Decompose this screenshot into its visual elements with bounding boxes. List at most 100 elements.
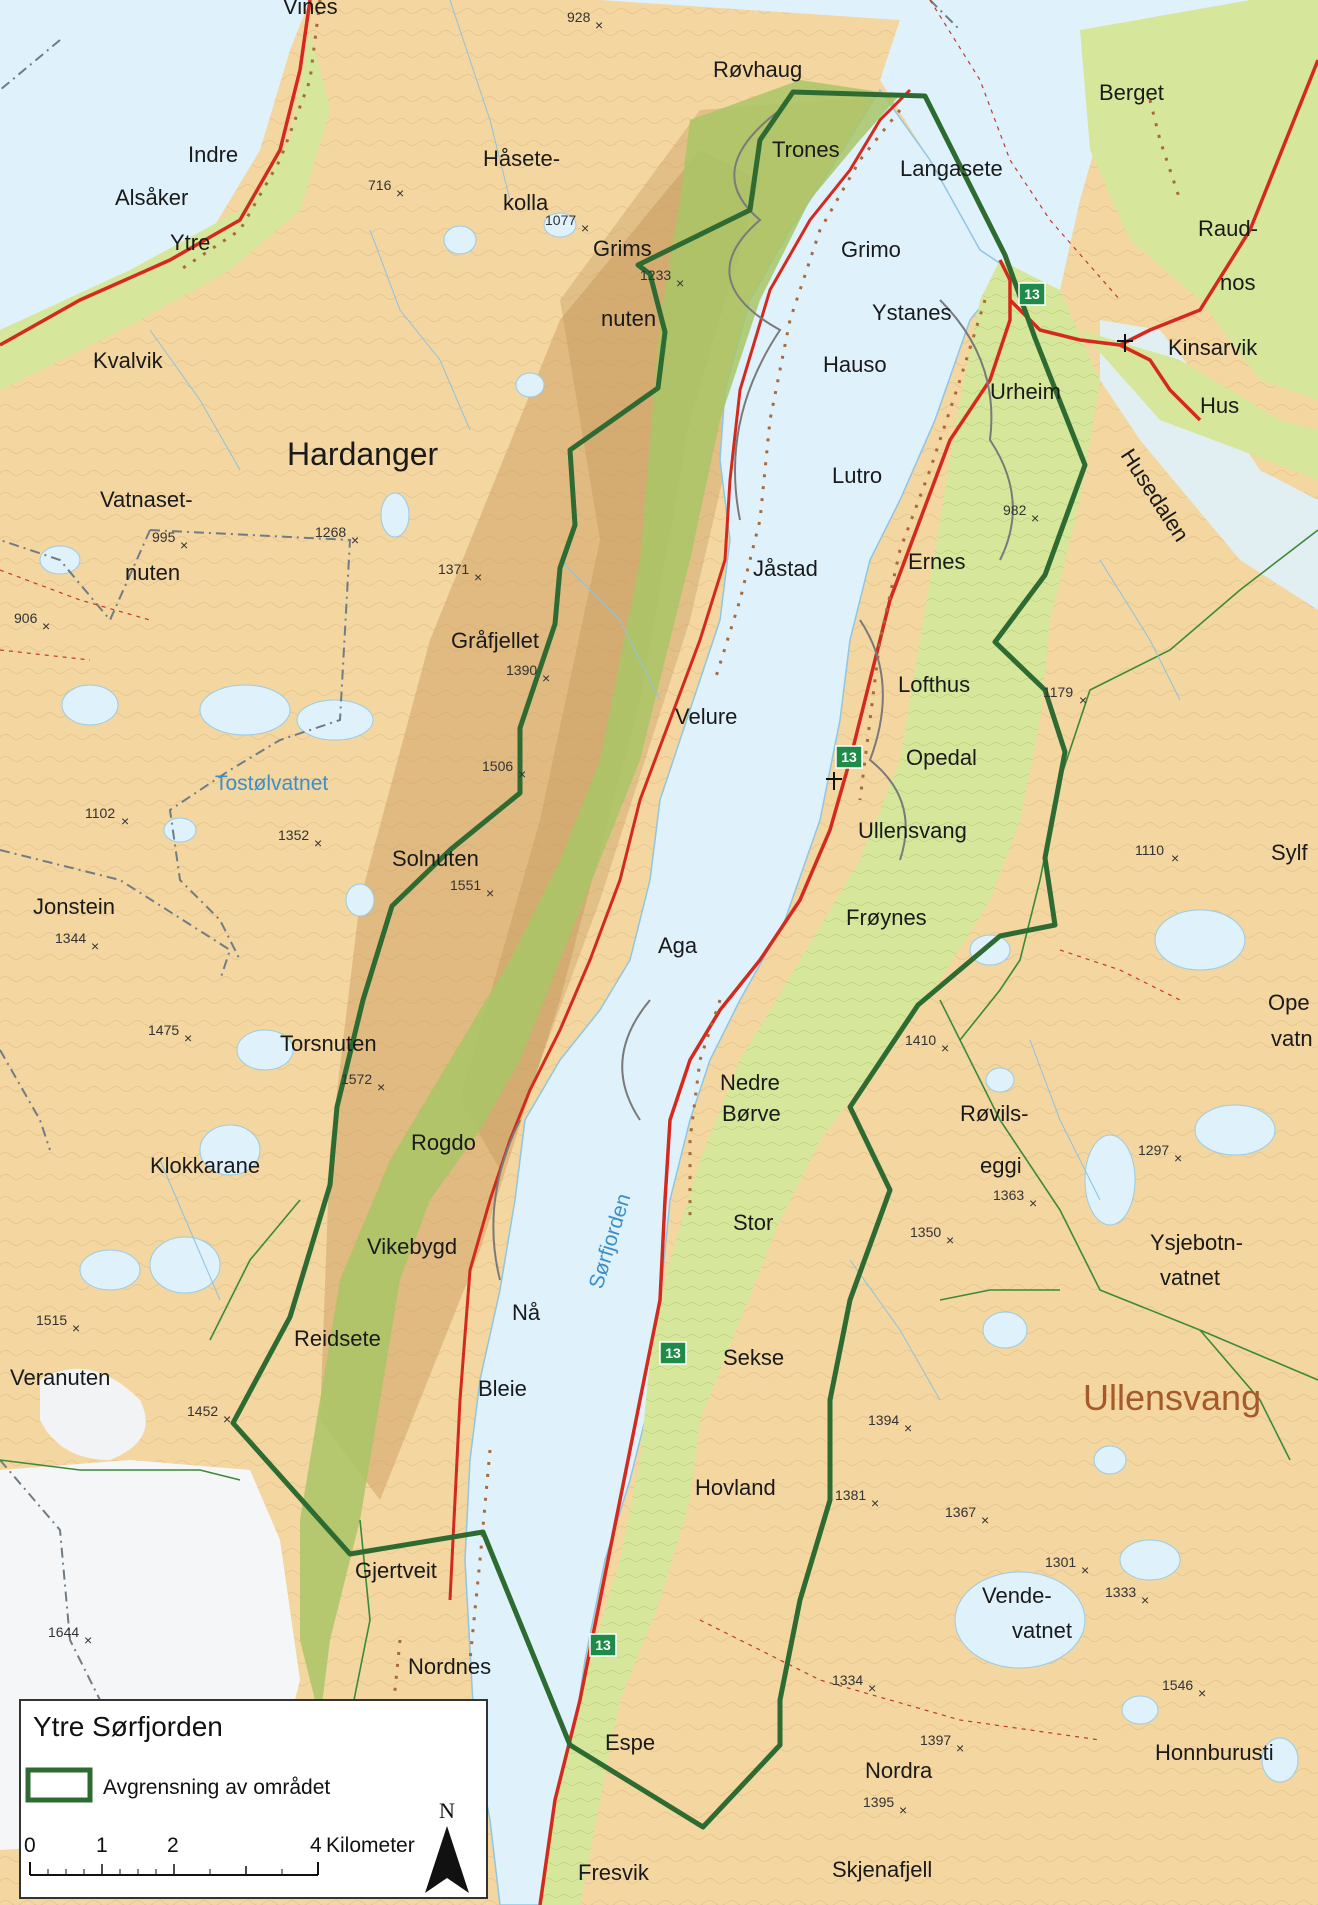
place-label-hovland: Hovland (695, 1475, 776, 1500)
place-label-kvalvik: Kvalvik (93, 348, 164, 373)
elevation-label-e1110: 1110 (1135, 842, 1164, 858)
summit-marker-icon: × (676, 275, 684, 291)
fjord-sorfjorden (464, 88, 1012, 1905)
place-label-rogdo: Rogdo (411, 1130, 476, 1155)
place-label-kinsarvik: Kinsarvik (1168, 335, 1258, 360)
place-label-eggi: eggi (980, 1153, 1022, 1178)
place-label-indre: Indre (188, 142, 238, 167)
place-label-stor: Stor (733, 1210, 773, 1235)
scale-tick-4: 4 (310, 1834, 322, 1857)
place-label-trones: Trones (772, 137, 840, 162)
place-label-grimo: Grimo (841, 237, 901, 262)
place-label-skjenafjell: Skjenafjell (832, 1857, 932, 1882)
place-label-kolla: kolla (503, 190, 549, 215)
elevation-label-e1475: 1475 (148, 1022, 179, 1038)
streams (149, 0, 1181, 1401)
scale-unit: Kilometer (326, 1834, 415, 1857)
elevation-label-e1390: 1390 (506, 662, 537, 678)
elevation-label-e1334: 1334 (832, 1672, 863, 1688)
road-13-badge: 13 (589, 1633, 617, 1657)
scale-tick-0: 0 (24, 1834, 36, 1857)
scale-tick-1: 1 (96, 1834, 108, 1857)
summit-marker-icon: × (180, 537, 188, 553)
elevation-label-e1371: 1371 (438, 561, 469, 577)
summit-marker-icon: × (868, 1680, 876, 1696)
legend: Ytre Sørfjorden Avgrensning av området 0… (19, 1699, 488, 1899)
place-label-hauso: Hauso (823, 352, 887, 377)
summit-marker-icon: × (42, 618, 50, 634)
place-label-hasete: Håsete- (483, 146, 560, 171)
elevation-label-e1394: 1394 (868, 1412, 899, 1428)
elevation-label-e1395: 1395 (863, 1794, 894, 1810)
summit-marker-icon: × (581, 220, 589, 236)
place-label-espe: Espe (605, 1730, 655, 1755)
place-label-grafjellet: Gråfjellet (451, 628, 539, 653)
place-label-honnburusti: Honnburusti (1155, 1740, 1274, 1765)
svg-text:13: 13 (1024, 286, 1040, 302)
summit-marker-icon: × (542, 670, 550, 686)
elevation-label-e1551: 1551 (450, 877, 481, 893)
local-roads (492, 109, 1014, 1281)
summit-marker-icon: × (351, 532, 359, 548)
elevation-label-e928: 928 (567, 9, 591, 25)
place-label-ernes: Ernes (908, 549, 965, 574)
place-label-opedal: Opedal (906, 745, 977, 770)
svg-text:13: 13 (841, 749, 857, 765)
summit-marker-icon: × (595, 17, 603, 33)
elevation-label-e1352: 1352 (278, 827, 309, 843)
north-arrow: N (425, 1798, 469, 1893)
summit-marker-icon: × (1031, 510, 1039, 526)
place-label-ope: Ope (1268, 990, 1310, 1015)
snow-patch (40, 1368, 146, 1460)
place-label-froynes: Frøynes (846, 905, 927, 930)
summit-marker-icon: × (72, 1320, 80, 1336)
place-label-vines: Vines (283, 0, 338, 19)
elevation-label-e1546: 1546 (1162, 1677, 1193, 1693)
place-label-langasete: Langasete (900, 156, 1003, 181)
summit-marker-icon: × (1141, 1592, 1149, 1608)
elevation-label-e1179: 1179 (1043, 684, 1073, 700)
place-label-torsnuten: Torsnuten (280, 1031, 377, 1056)
place-label-vatnaset: Vatnaset- (100, 487, 193, 512)
place-label-raud: Raud- (1198, 216, 1258, 241)
legend-title: Ytre Sørfjorden (33, 1711, 223, 1742)
place-label-nuten2: nuten (125, 560, 180, 585)
place-label-bleie: Bleie (478, 1376, 527, 1401)
study-area-boundary (230, 89, 1088, 1830)
place-label-vendevatnet: vatnet (1012, 1618, 1072, 1643)
road-13-badge: 13 (1018, 282, 1046, 306)
summit-marker-icon: × (377, 1079, 385, 1095)
place-label-vatn: vatn (1271, 1026, 1313, 1051)
road-13-badge: 13 (659, 1341, 687, 1365)
elevation-label-e1102: 1102 (85, 805, 115, 821)
legend-boundary-swatch (25, 1767, 93, 1803)
elevation-label-e1644: 1644 (48, 1624, 79, 1640)
area-label-hardanger: Hardanger (287, 436, 439, 472)
summit-marker-icon: × (871, 1495, 879, 1511)
trails (0, 0, 1181, 1741)
scale-bar: 0 1 2 4 Kilometer (24, 1834, 415, 1876)
place-label-rovils: Røvils- (960, 1101, 1028, 1126)
place-label-urheim: Urheim (990, 379, 1061, 404)
summit-marker-icon: × (1029, 1195, 1037, 1211)
svg-text:13: 13 (595, 1637, 611, 1653)
summit-marker-icon: × (1171, 850, 1179, 866)
road-13-badge: 13 (835, 745, 863, 769)
summit-marker-icon: × (1174, 1150, 1182, 1166)
place-label-hus: Hus (1200, 393, 1239, 418)
elevation-label-e1333: 1333 (1105, 1584, 1136, 1600)
summit-marker-icon: × (1079, 692, 1087, 708)
place-label-nordra: Nordra (865, 1758, 933, 1783)
place-label-ysjebotn: Ysjebotn- (1150, 1230, 1243, 1255)
place-label-sekse: Sekse (723, 1345, 784, 1370)
svg-text:13: 13 (665, 1345, 681, 1361)
place-label-lutro: Lutro (832, 463, 882, 488)
place-label-solnuten: Solnuten (392, 846, 479, 871)
place-label-alsaker: Alsåker (115, 185, 188, 210)
place-label-sylf: Sylf (1271, 840, 1309, 865)
place-label-grims: Grims (593, 236, 652, 261)
place-label-aga: Aga (658, 933, 698, 958)
